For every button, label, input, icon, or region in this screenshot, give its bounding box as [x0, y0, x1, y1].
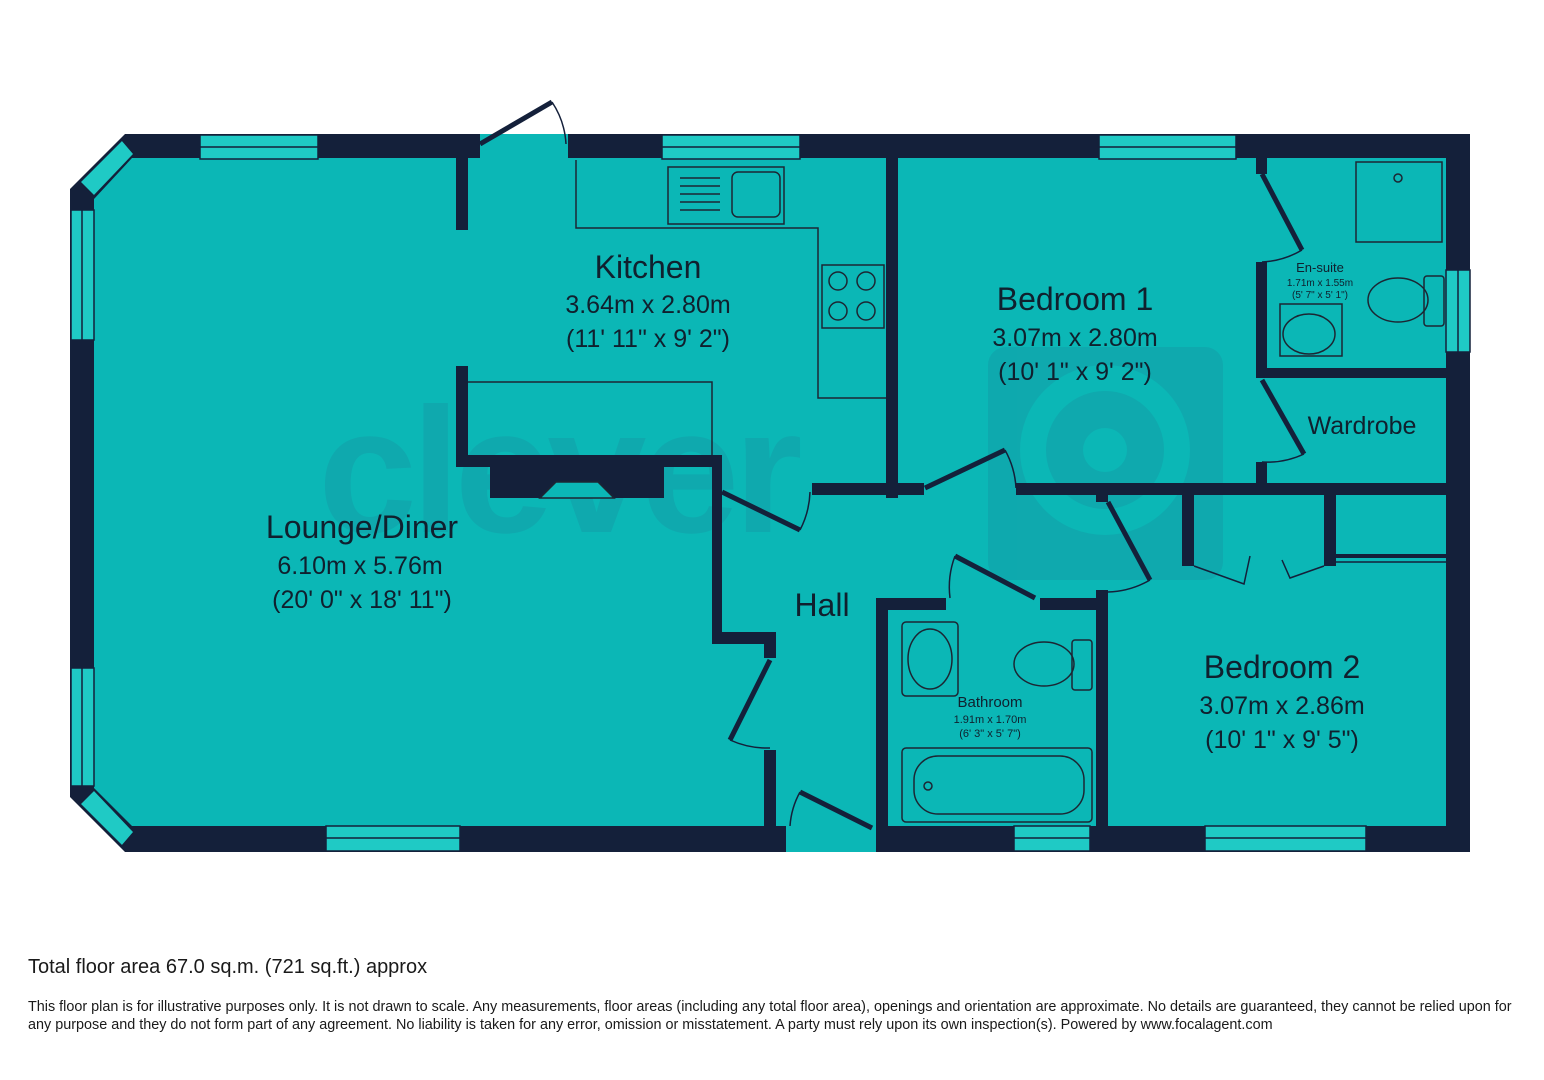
- bedroom2-name: Bedroom 2: [1204, 649, 1361, 685]
- ensuite-toilet-icon: [1367, 277, 1429, 323]
- bedroom2-imperial: (10' 1" x 9' 5"): [1205, 726, 1359, 754]
- door-lounge-side: [727, 658, 773, 742]
- room-labels: Lounge/Diner 6.10m x 5.76m (20' 0" x 18'…: [266, 249, 1416, 754]
- fireplace-icon: [490, 464, 664, 499]
- disclaimer: This floor plan is for illustrative purp…: [28, 999, 1512, 1033]
- windows: [70, 134, 1471, 852]
- lounge-imperial: (20' 0" x 18' 11"): [272, 586, 452, 614]
- front-door-opening: [786, 826, 876, 852]
- floor-plan: clever: [70, 99, 1471, 852]
- kitchen-name: Kitchen: [595, 249, 702, 285]
- lounge-name: Lounge/Diner: [266, 509, 458, 545]
- ensuite-basin-icon: [1279, 303, 1343, 357]
- basin-icon: [901, 621, 959, 697]
- door-bathroom: [953, 553, 1037, 601]
- bathroom-imperial: (6' 3" x 5' 7"): [959, 728, 1021, 740]
- bathroom-name: Bathroom: [957, 694, 1022, 711]
- window-bay-bottom: [78, 788, 136, 848]
- ensuite-imperial: (5' 7" x 5' 1"): [1292, 290, 1348, 301]
- wardrobe-name: Wardrobe: [1308, 412, 1417, 440]
- door-bedroom2: [1105, 500, 1153, 582]
- door-lounge-hall: [720, 489, 802, 533]
- door-wardrobe: [1259, 378, 1307, 456]
- kitchen-imperial: (11' 11" x 9' 2"): [566, 325, 730, 353]
- bedroom1-metric: 3.07m x 2.80m: [992, 324, 1157, 352]
- doors: [478, 99, 1446, 831]
- toilet-icon: [1013, 641, 1075, 687]
- door-bedroom1: [923, 447, 1007, 491]
- bedroom2-metric: 3.07m x 2.86m: [1199, 692, 1364, 720]
- sink-icon: [667, 166, 785, 225]
- bathroom-metric: 1.91m x 1.70m: [954, 714, 1027, 726]
- kitchen-units: [468, 160, 886, 455]
- bedroom1-name: Bedroom 1: [997, 281, 1154, 317]
- ensuite-fixtures: [1279, 161, 1445, 357]
- door-front: [798, 789, 874, 831]
- bath-icon: [901, 747, 1093, 823]
- ensuite-name: En-suite: [1296, 260, 1344, 275]
- shower-icon: [1355, 161, 1443, 243]
- door-back: [478, 99, 554, 147]
- watermark: clever: [318, 347, 1223, 580]
- lounge-metric: 6.10m x 5.76m: [277, 552, 442, 580]
- bedroom1-imperial: (10' 1" x 9' 2"): [998, 358, 1152, 386]
- kitchen-metric: 3.64m x 2.80m: [565, 291, 730, 319]
- total-floor-area: Total floor area 67.0 sq.m. (721 sq.ft.)…: [28, 956, 428, 978]
- hall-name: Hall: [794, 587, 849, 623]
- bathroom-fixtures: [901, 621, 1093, 823]
- window-bay-top: [78, 138, 136, 198]
- ensuite-metric: 1.71m x 1.55m: [1287, 278, 1353, 289]
- hob-icon: [821, 264, 885, 329]
- door-ensuite: [1259, 172, 1305, 252]
